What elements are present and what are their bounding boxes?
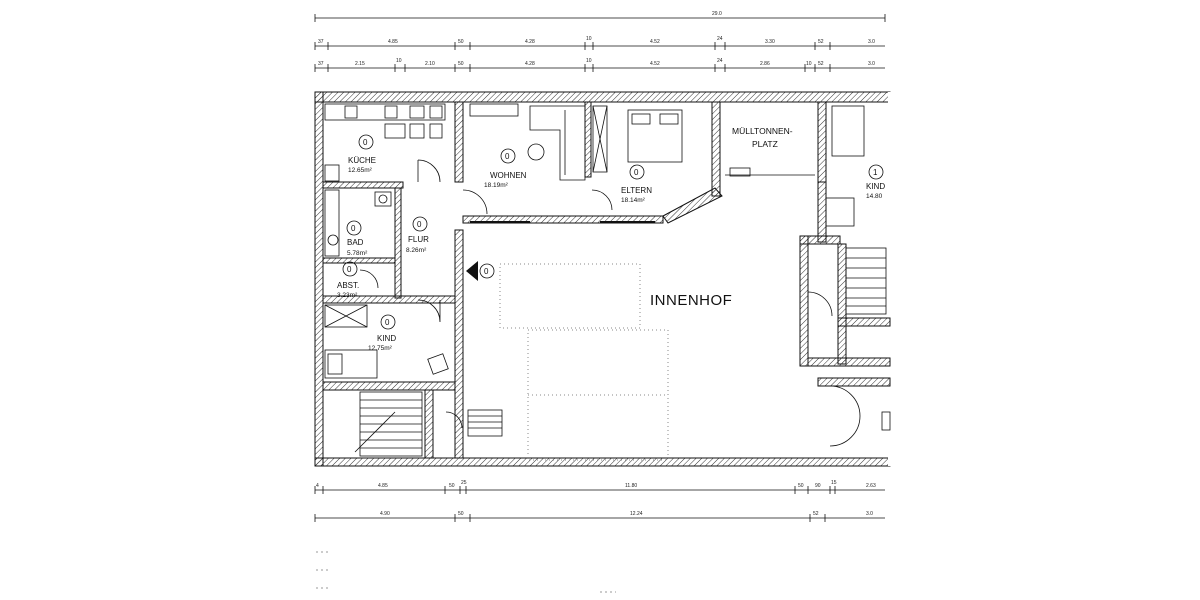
kind2-area: 14.80 xyxy=(866,193,883,200)
kueche-area: 12.65m² xyxy=(348,167,373,174)
eltern-area: 18.14m² xyxy=(621,197,646,204)
dim-top2-e: 50 xyxy=(458,61,464,67)
dim-top1-a: 37 xyxy=(318,39,324,45)
room-labels: 0 KÜCHE 12.65m² 0 WOHNEN 18.19m² 0 ELTER… xyxy=(337,126,885,352)
scan-marks xyxy=(316,551,616,593)
dim-top2-k: 10 xyxy=(806,61,812,67)
dim-top1-j: 3.0 xyxy=(868,39,875,45)
dim-top1-h: 3.30 xyxy=(765,39,775,45)
innenhof-dotted-lines xyxy=(499,263,669,461)
dim-top1-b: 4.85 xyxy=(388,39,398,45)
entrance-marker: 0 xyxy=(484,267,489,276)
kind1-area: 12.75m² xyxy=(368,345,393,352)
dim-bot1-a: 4 xyxy=(316,483,319,489)
dim-top2-d: 2.10 xyxy=(425,61,435,67)
abst-area: 3.23m² xyxy=(337,292,358,299)
eltern-name: ELTERN xyxy=(621,186,652,195)
dim-top2-h: 4.52 xyxy=(650,61,660,67)
outer-walls xyxy=(314,91,892,467)
dim-top2-c: 10 xyxy=(396,58,402,64)
flur-name: FLUR xyxy=(408,235,429,244)
dim-top2-g: 10 xyxy=(586,58,592,64)
dim-top2-b: 2.15 xyxy=(355,61,365,67)
dim-top1-f: 4.52 xyxy=(650,39,660,45)
dim-bot2-d: 52 xyxy=(813,511,819,517)
dim-bot2-e: 3.0 xyxy=(866,511,873,517)
dim-bot2-c: 12.24 xyxy=(630,511,643,517)
dim-top2-a: 37 xyxy=(318,61,324,67)
bad-name: BAD xyxy=(347,238,364,247)
dim-bot1-e: 11.80 xyxy=(625,483,637,489)
kueche-name: KÜCHE xyxy=(348,156,376,165)
dim-bot1-g: 90 xyxy=(815,483,821,489)
entrance-arrow-icon xyxy=(466,261,478,281)
dim-top1-i: 52 xyxy=(818,39,824,45)
room-markers xyxy=(342,134,884,330)
dim-bot1-f: 50 xyxy=(798,483,804,489)
abst-name: ABST. xyxy=(337,281,359,290)
dim-top2-i: 24 xyxy=(717,58,723,64)
flur-area: 8.26m² xyxy=(406,247,427,254)
dim-top1-d: 4.28 xyxy=(525,39,535,45)
dim-top2-j: 2.86 xyxy=(760,61,770,67)
abst-marker: 0 xyxy=(347,265,352,274)
furniture xyxy=(324,103,891,457)
dim-top-total: 29.0 xyxy=(712,11,722,17)
muelltonnen-line2: PLATZ xyxy=(752,139,778,149)
dim-bot2-a: 4.90 xyxy=(380,511,390,517)
dim-bot1-b: 4.85 xyxy=(378,483,388,489)
dim-bot1-i: 2.63 xyxy=(866,483,876,489)
wohnen-name: WOHNEN xyxy=(490,171,527,180)
top-dimension-lines: 29.0 37 4.85 50 4.28 10 4.52 24 3.30 52 … xyxy=(314,11,886,72)
dim-top1-e: 10 xyxy=(586,36,592,42)
wohnen-marker: 0 xyxy=(505,152,510,161)
dim-top1-c: 50 xyxy=(458,39,464,45)
dim-top2-l: 52 xyxy=(818,61,824,67)
muelltonnen-line1: MÜLLTONNEN- xyxy=(732,126,793,136)
interior-walls xyxy=(322,101,891,459)
dim-top1-g: 24 xyxy=(717,36,723,42)
innenhof-name: INNENHOF xyxy=(650,292,732,309)
dim-bot1-d: 25 xyxy=(461,480,467,486)
bottom-dimension-lines: 4 4.85 50 25 11.80 50 90 15 2.63 4.90 50… xyxy=(314,480,885,522)
dim-bot1-c: 50 xyxy=(449,483,455,489)
wohnen-area: 18.19m² xyxy=(484,182,509,189)
kind2-name: KIND xyxy=(866,182,885,191)
kind2-marker: 1 xyxy=(873,168,878,177)
eltern-marker: 0 xyxy=(634,168,639,177)
kind1-marker: 0 xyxy=(385,318,390,327)
kueche-marker: 0 xyxy=(363,138,368,147)
dim-bot1-h: 15 xyxy=(831,480,837,486)
dim-top2-f: 4.28 xyxy=(525,61,535,67)
dim-bot2-b: 50 xyxy=(458,511,464,517)
flur-marker: 0 xyxy=(417,220,422,229)
bad-marker: 0 xyxy=(351,224,356,233)
kind1-name: KIND xyxy=(377,334,396,343)
dim-top2-m: 3.0 xyxy=(868,61,875,67)
bad-area: 5.78m² xyxy=(347,250,368,257)
